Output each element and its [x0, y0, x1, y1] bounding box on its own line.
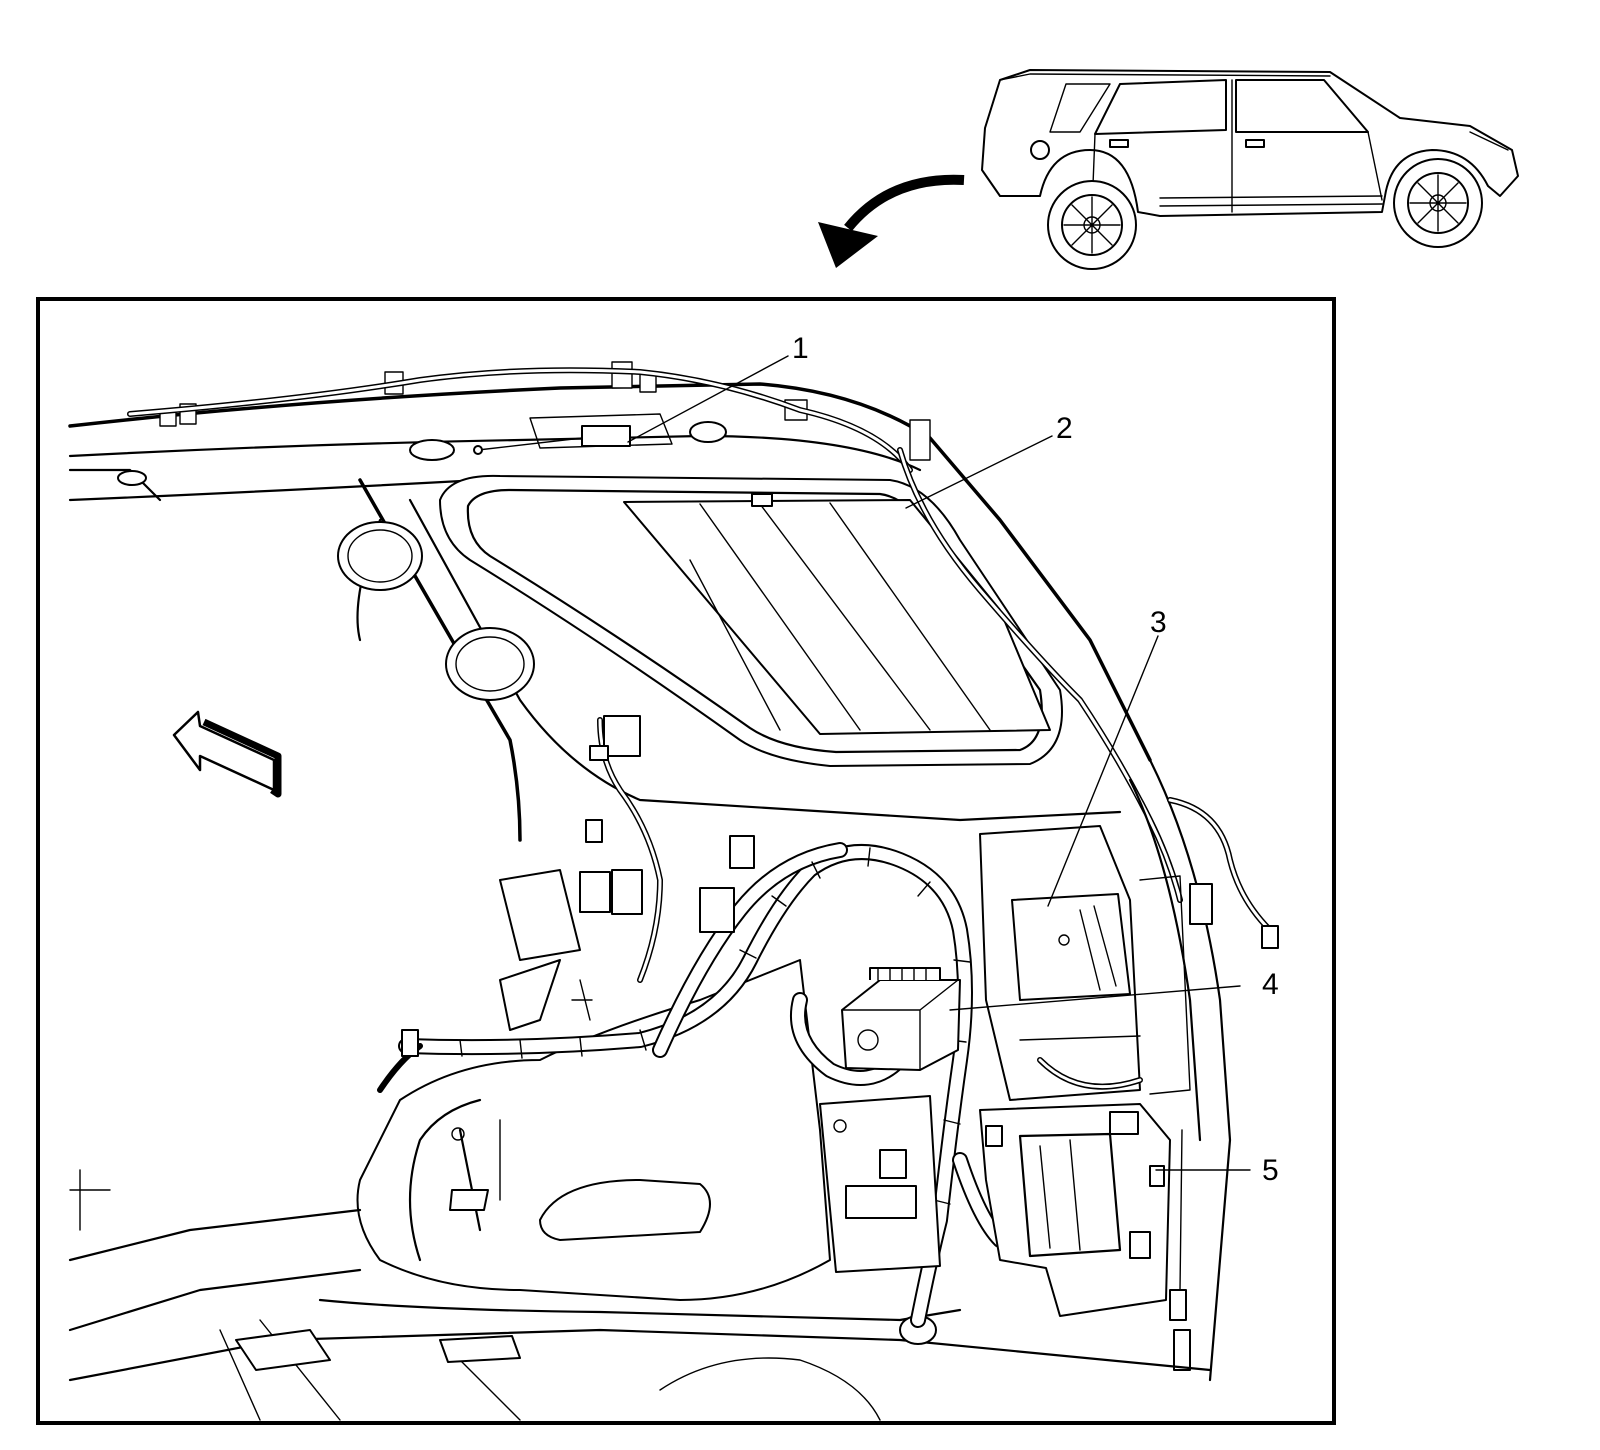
callout-leader-4: [949, 985, 1241, 1011]
callouts: 1 2 3 4 5: [627, 332, 1279, 1187]
callout-label-1: 1: [792, 332, 809, 365]
callout-label-2: 2: [1056, 412, 1073, 445]
callout-label-4: 4: [1262, 968, 1279, 1001]
callout-leader-1: [627, 355, 789, 443]
forward-direction-arrow-icon: [172, 710, 282, 798]
rear-compartment-illustration: [68, 361, 1279, 1421]
callout-label-5: 5: [1262, 1154, 1279, 1187]
view-direction-arrow-icon: [818, 174, 965, 268]
callout-leader-3: [1047, 635, 1159, 907]
detail-view-frame: [36, 297, 1336, 1425]
vehicle-locator-icon: [981, 69, 1519, 270]
callout-label-3: 3: [1150, 606, 1167, 639]
callout-leader-2: [905, 435, 1053, 509]
